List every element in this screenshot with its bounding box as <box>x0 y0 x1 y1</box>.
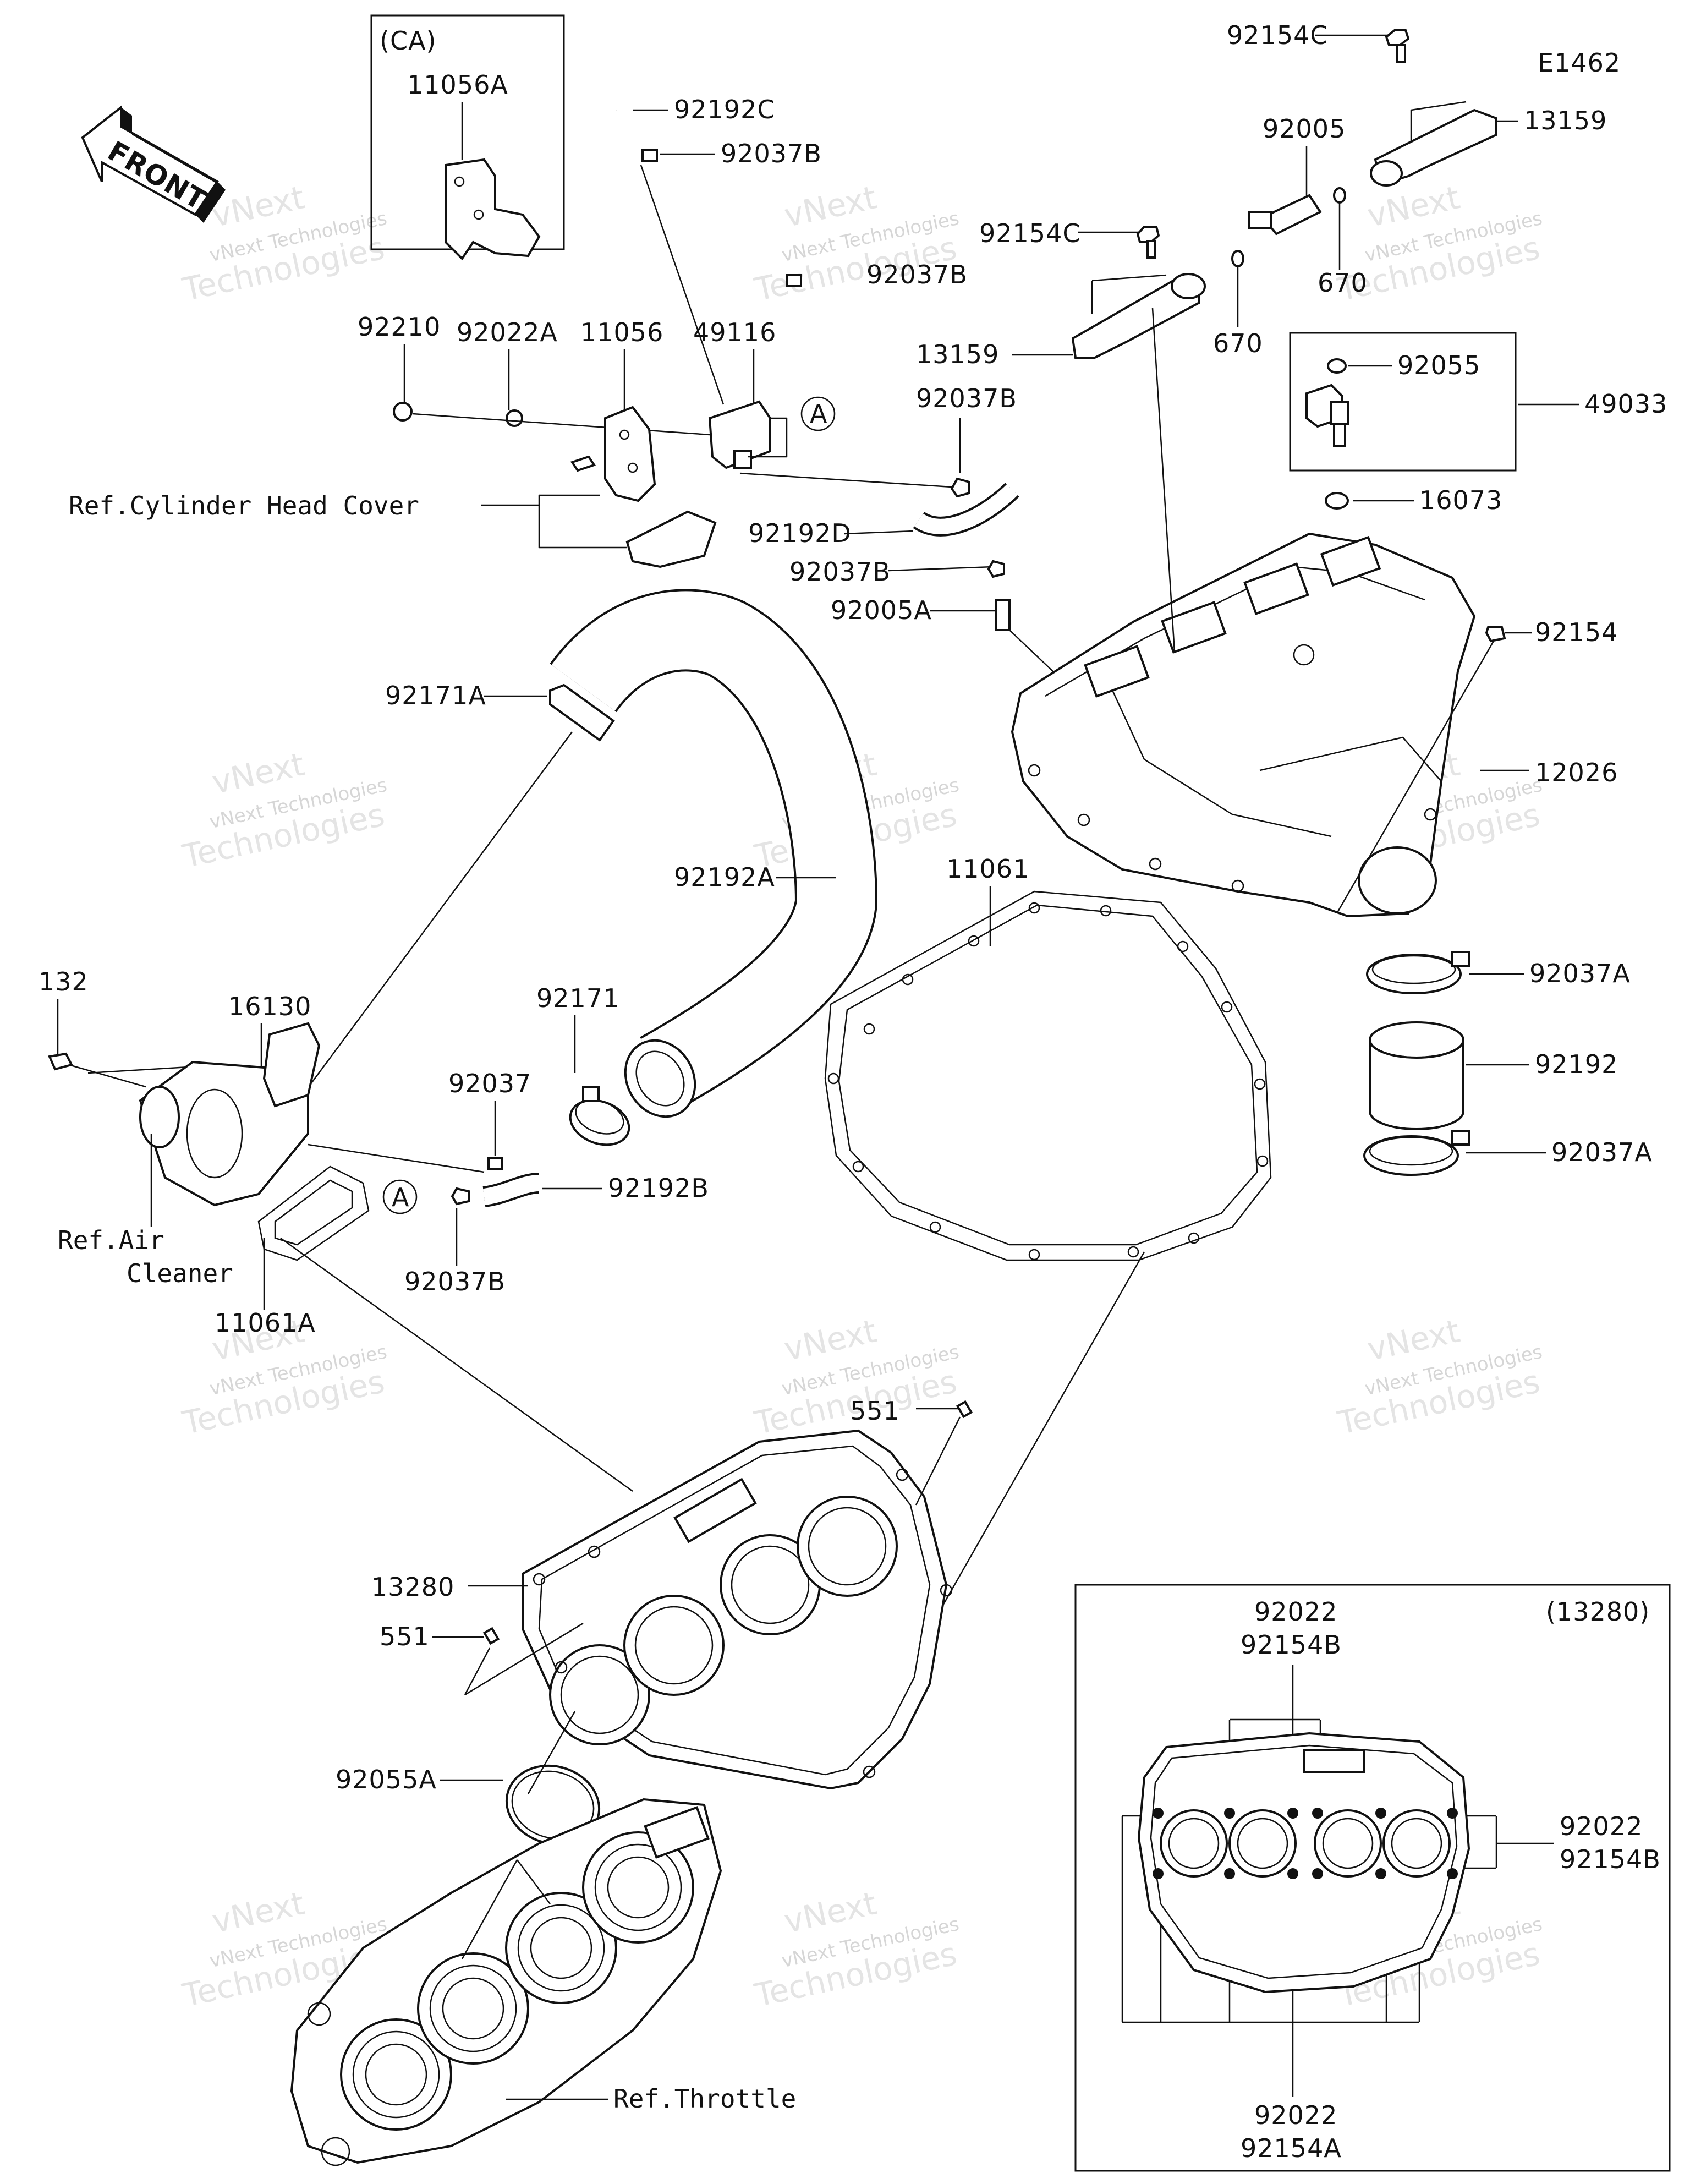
label-92005A: 92005A <box>831 595 932 625</box>
label-13280: 13280 <box>371 1572 454 1602</box>
cylinder-head-cover-fragment <box>625 510 717 568</box>
inset-top-label-1: 92022 <box>1254 1597 1337 1627</box>
label-92037B-1: 92037B <box>721 139 822 168</box>
label-92192B: 92192B <box>608 1173 709 1203</box>
label-92037: 92037 <box>448 1069 531 1098</box>
clamp-92037A-lower <box>1363 1130 1470 1176</box>
bore-2 <box>623 1595 725 1696</box>
watermark-line1: vNext <box>209 746 308 802</box>
label-92037B-3: 92037B <box>916 384 1017 413</box>
label-A-bottom: A <box>392 1183 409 1212</box>
label-92192A: 92192A <box>674 862 775 892</box>
watermark-line1: vNext <box>781 1885 880 1941</box>
label-92055A: 92055A <box>336 1765 437 1794</box>
label-132: 132 <box>39 967 89 997</box>
label-49116: 49116 <box>693 318 776 347</box>
bolt-small <box>570 455 596 472</box>
label-13159-left: 13159 <box>916 340 999 369</box>
inset-bottom-label-2: 92154A <box>1241 2133 1342 2163</box>
watermark-line1: vNext <box>781 1312 880 1369</box>
label-551-top: 551 <box>850 1396 900 1426</box>
ref-air-cleaner-line2: Cleaner <box>127 1258 233 1288</box>
air-cleaner-housing-12026 <box>1011 532 1476 918</box>
inset-box-title: (13280) <box>1546 1597 1650 1627</box>
duct-92192 <box>1369 1021 1464 1130</box>
callout-A-top <box>800 396 836 431</box>
gasket-11061A <box>257 1165 370 1261</box>
throttle-body <box>290 1798 722 2166</box>
bore-1 <box>549 1644 650 1745</box>
label-92192: 92192 <box>1535 1049 1618 1079</box>
label-670-mid: 670 <box>1213 329 1263 358</box>
label-92037B-5: 92037B <box>404 1267 506 1296</box>
clamp-92037A-upper <box>1366 951 1470 994</box>
hose-92192A <box>550 589 878 1118</box>
throttle-bore-3 <box>505 1892 617 2004</box>
watermark-line1: vNext <box>1364 179 1463 235</box>
label-92192D: 92192D <box>748 518 852 548</box>
label-92055: 92055 <box>1397 351 1480 380</box>
label-A-top: A <box>810 399 827 429</box>
valve-16130 <box>139 1022 321 1207</box>
ca-box-title: (CA) <box>380 26 436 56</box>
bolt-132 <box>48 1052 73 1071</box>
label-13159-right: 13159 <box>1524 106 1607 135</box>
bore-3 <box>720 1534 821 1635</box>
callout-A-bottom <box>382 1179 418 1214</box>
label-92037A-2: 92037A <box>1551 1137 1653 1167</box>
watermark-line1: vNext <box>209 179 308 235</box>
clamp-92171 <box>569 1086 630 1146</box>
label-92037B-2: 92037B <box>866 260 968 289</box>
ref-cylinder-head-cover: Ref.Cylinder Head Cover <box>69 491 419 521</box>
throttle-bore-4 <box>582 1831 694 1944</box>
inset-box-13280: (13280) 92022 92154B 92022 92154B 92022 … <box>1074 1584 1671 2172</box>
label-92005: 92005 <box>1263 114 1346 144</box>
label-92022A: 92022A <box>457 318 558 347</box>
label-12026: 12026 <box>1535 758 1618 787</box>
label-92154: 92154 <box>1535 617 1618 647</box>
label-92171: 92171 <box>536 983 619 1013</box>
inset-top-label-2: 92154B <box>1241 1630 1342 1660</box>
breather-top-assembly: 92154C 13159 92005 670 92154C 670 13159 <box>916 20 1607 369</box>
throttle-bore-1 <box>340 2018 452 2131</box>
ref-air-cleaner-line1: Ref.Air <box>58 1225 164 1255</box>
front-arrow-icon: FRONT <box>81 105 226 223</box>
label-16073: 16073 <box>1419 485 1502 515</box>
throttle-bore-2 <box>417 1952 529 2065</box>
grommet-16073 <box>1325 492 1349 510</box>
throttle-plate-13280 <box>522 1429 953 1790</box>
label-11061A: 11061A <box>215 1308 316 1338</box>
watermark-line1: vNext <box>1364 1312 1463 1369</box>
label-11061: 11061 <box>946 854 1029 884</box>
sensor-49033-box: 92055 49033 <box>1289 332 1667 472</box>
inset-right-label-2: 92154B <box>1560 1844 1661 1874</box>
label-11056: 11056 <box>580 318 663 347</box>
bore-4 <box>797 1496 898 1597</box>
breather-hose-assembly: 92192C 92037B 92037B 92210 92022A 11056 … <box>358 95 1065 683</box>
label-92192C: 92192C <box>674 95 775 124</box>
label-16130: 16130 <box>228 992 311 1021</box>
label-92037A-1: 92037A <box>1529 959 1631 988</box>
label-92171A: 92171A <box>385 681 486 710</box>
watermark-line1: vNext <box>781 179 880 235</box>
inset-bottom-label-1: 92022 <box>1254 2100 1337 2130</box>
label-49033: 49033 <box>1584 389 1667 419</box>
label-670-right: 670 <box>1318 268 1368 298</box>
ca-box: (CA) 11056A <box>370 14 565 261</box>
label-11056A: 11056A <box>407 70 508 100</box>
watermark-line1: vNext <box>209 1885 308 1941</box>
ref-throttle: Ref.Throttle <box>613 2084 796 2114</box>
label-92154C-mid: 92154C <box>979 218 1080 248</box>
label-92210: 92210 <box>358 312 441 342</box>
label-551-bottom: 551 <box>380 1622 430 1651</box>
inset-right-label-1: 92022 <box>1560 1811 1643 1841</box>
o-ring-92055A <box>505 1764 601 1846</box>
label-92037B-4: 92037B <box>789 557 891 587</box>
label-92154C-top: 92154C <box>1227 20 1328 50</box>
gasket-11061 <box>824 890 1272 1261</box>
diagram-code: E1462 <box>1538 48 1621 78</box>
